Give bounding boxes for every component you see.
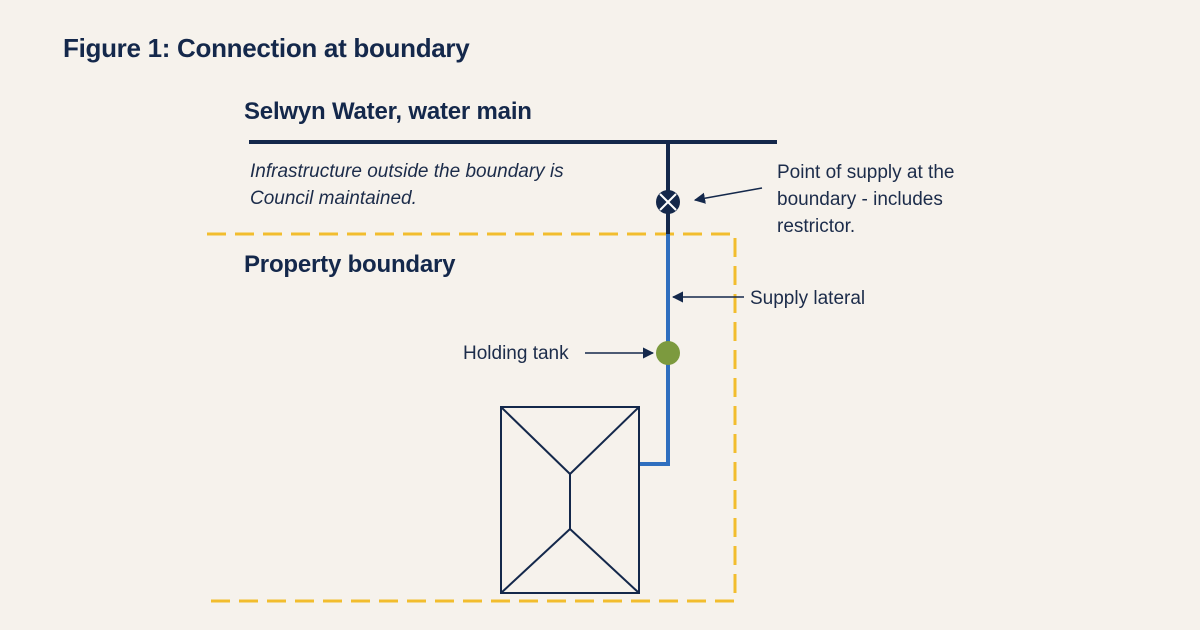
water-main-label: Selwyn Water, water main bbox=[244, 98, 532, 125]
holding-tank-icon bbox=[656, 341, 680, 365]
property-boundary-label: Property boundary bbox=[244, 251, 456, 278]
supply-lateral-pipe bbox=[640, 234, 670, 466]
property-boundary-line bbox=[207, 232, 737, 603]
point-of-supply-arrow bbox=[693, 187, 763, 204]
council-note-line-2: Council maintained. bbox=[250, 188, 417, 209]
point-of-supply-label: Point of supply at the boundary - includ… bbox=[777, 159, 954, 240]
point-of-supply-line-1: Point of supply at the bbox=[777, 162, 955, 183]
council-note-line-1: Infrastructure outside the boundary is bbox=[250, 161, 564, 182]
council-note: Infrastructure outside the boundary is C… bbox=[250, 158, 564, 212]
supply-lateral-label: Supply lateral bbox=[750, 288, 866, 309]
holding-tank-label: Holding tank bbox=[463, 343, 569, 364]
figure-title: Figure 1: Connection at boundary bbox=[63, 33, 470, 63]
point-of-supply-line-2: boundary - includes bbox=[777, 189, 943, 210]
house-icon bbox=[500, 406, 640, 594]
point-of-supply-line-3: restrictor. bbox=[777, 216, 856, 237]
point-of-supply-valve-icon bbox=[656, 190, 680, 214]
